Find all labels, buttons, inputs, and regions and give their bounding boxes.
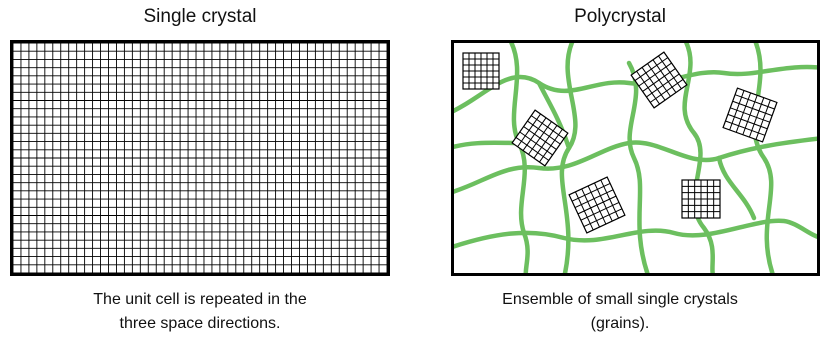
single-crystal-caption-line-1: The unit cell is repeated in the bbox=[93, 291, 307, 308]
grain-boundary-line bbox=[454, 140, 522, 150]
grain-crystal bbox=[630, 51, 688, 109]
single-crystal-caption-line-2: three space directions. bbox=[119, 315, 281, 332]
grain-crystal bbox=[681, 179, 721, 219]
grain-boundary-line bbox=[454, 64, 817, 114]
single-crystal-frame bbox=[10, 40, 390, 276]
polycrystal-title: Polycrystal bbox=[574, 6, 666, 27]
polycrystal-structure bbox=[454, 43, 817, 273]
single-crystal-title: Single crystal bbox=[143, 6, 257, 27]
lattice-grid-lines bbox=[13, 43, 387, 273]
polycrystal-frame bbox=[451, 40, 820, 276]
grain-crystal bbox=[511, 109, 569, 167]
grain-crystal bbox=[462, 52, 500, 90]
polycrystal-caption: Ensemble of small single crystals (grain… bbox=[420, 288, 820, 336]
grain-crystal bbox=[722, 87, 778, 143]
grain-boundary-line bbox=[682, 43, 715, 273]
polycrystal-caption-line-2: (grains). bbox=[590, 315, 650, 332]
grain-crystals bbox=[462, 51, 778, 234]
grain-boundary-line bbox=[752, 43, 775, 273]
grain-boundary-line bbox=[508, 43, 530, 273]
polycrystal-panel: Polycrystal Ensemble of small single cry… bbox=[420, 0, 820, 342]
grain-boundary-line bbox=[536, 80, 572, 151]
grain-boundary-line bbox=[716, 155, 757, 221]
grain-boundaries bbox=[454, 43, 817, 273]
single-crystal-lattice bbox=[13, 43, 387, 273]
grain-crystal bbox=[568, 176, 626, 234]
single-crystal-panel: Single crystal The unit cell is repeated… bbox=[0, 0, 400, 342]
grain-boundary-line bbox=[626, 60, 650, 273]
polycrystal-caption-line-1: Ensemble of small single crystals bbox=[502, 291, 738, 308]
grain-boundary-line bbox=[454, 218, 817, 249]
single-crystal-caption: The unit cell is repeated in the three s… bbox=[0, 288, 400, 336]
